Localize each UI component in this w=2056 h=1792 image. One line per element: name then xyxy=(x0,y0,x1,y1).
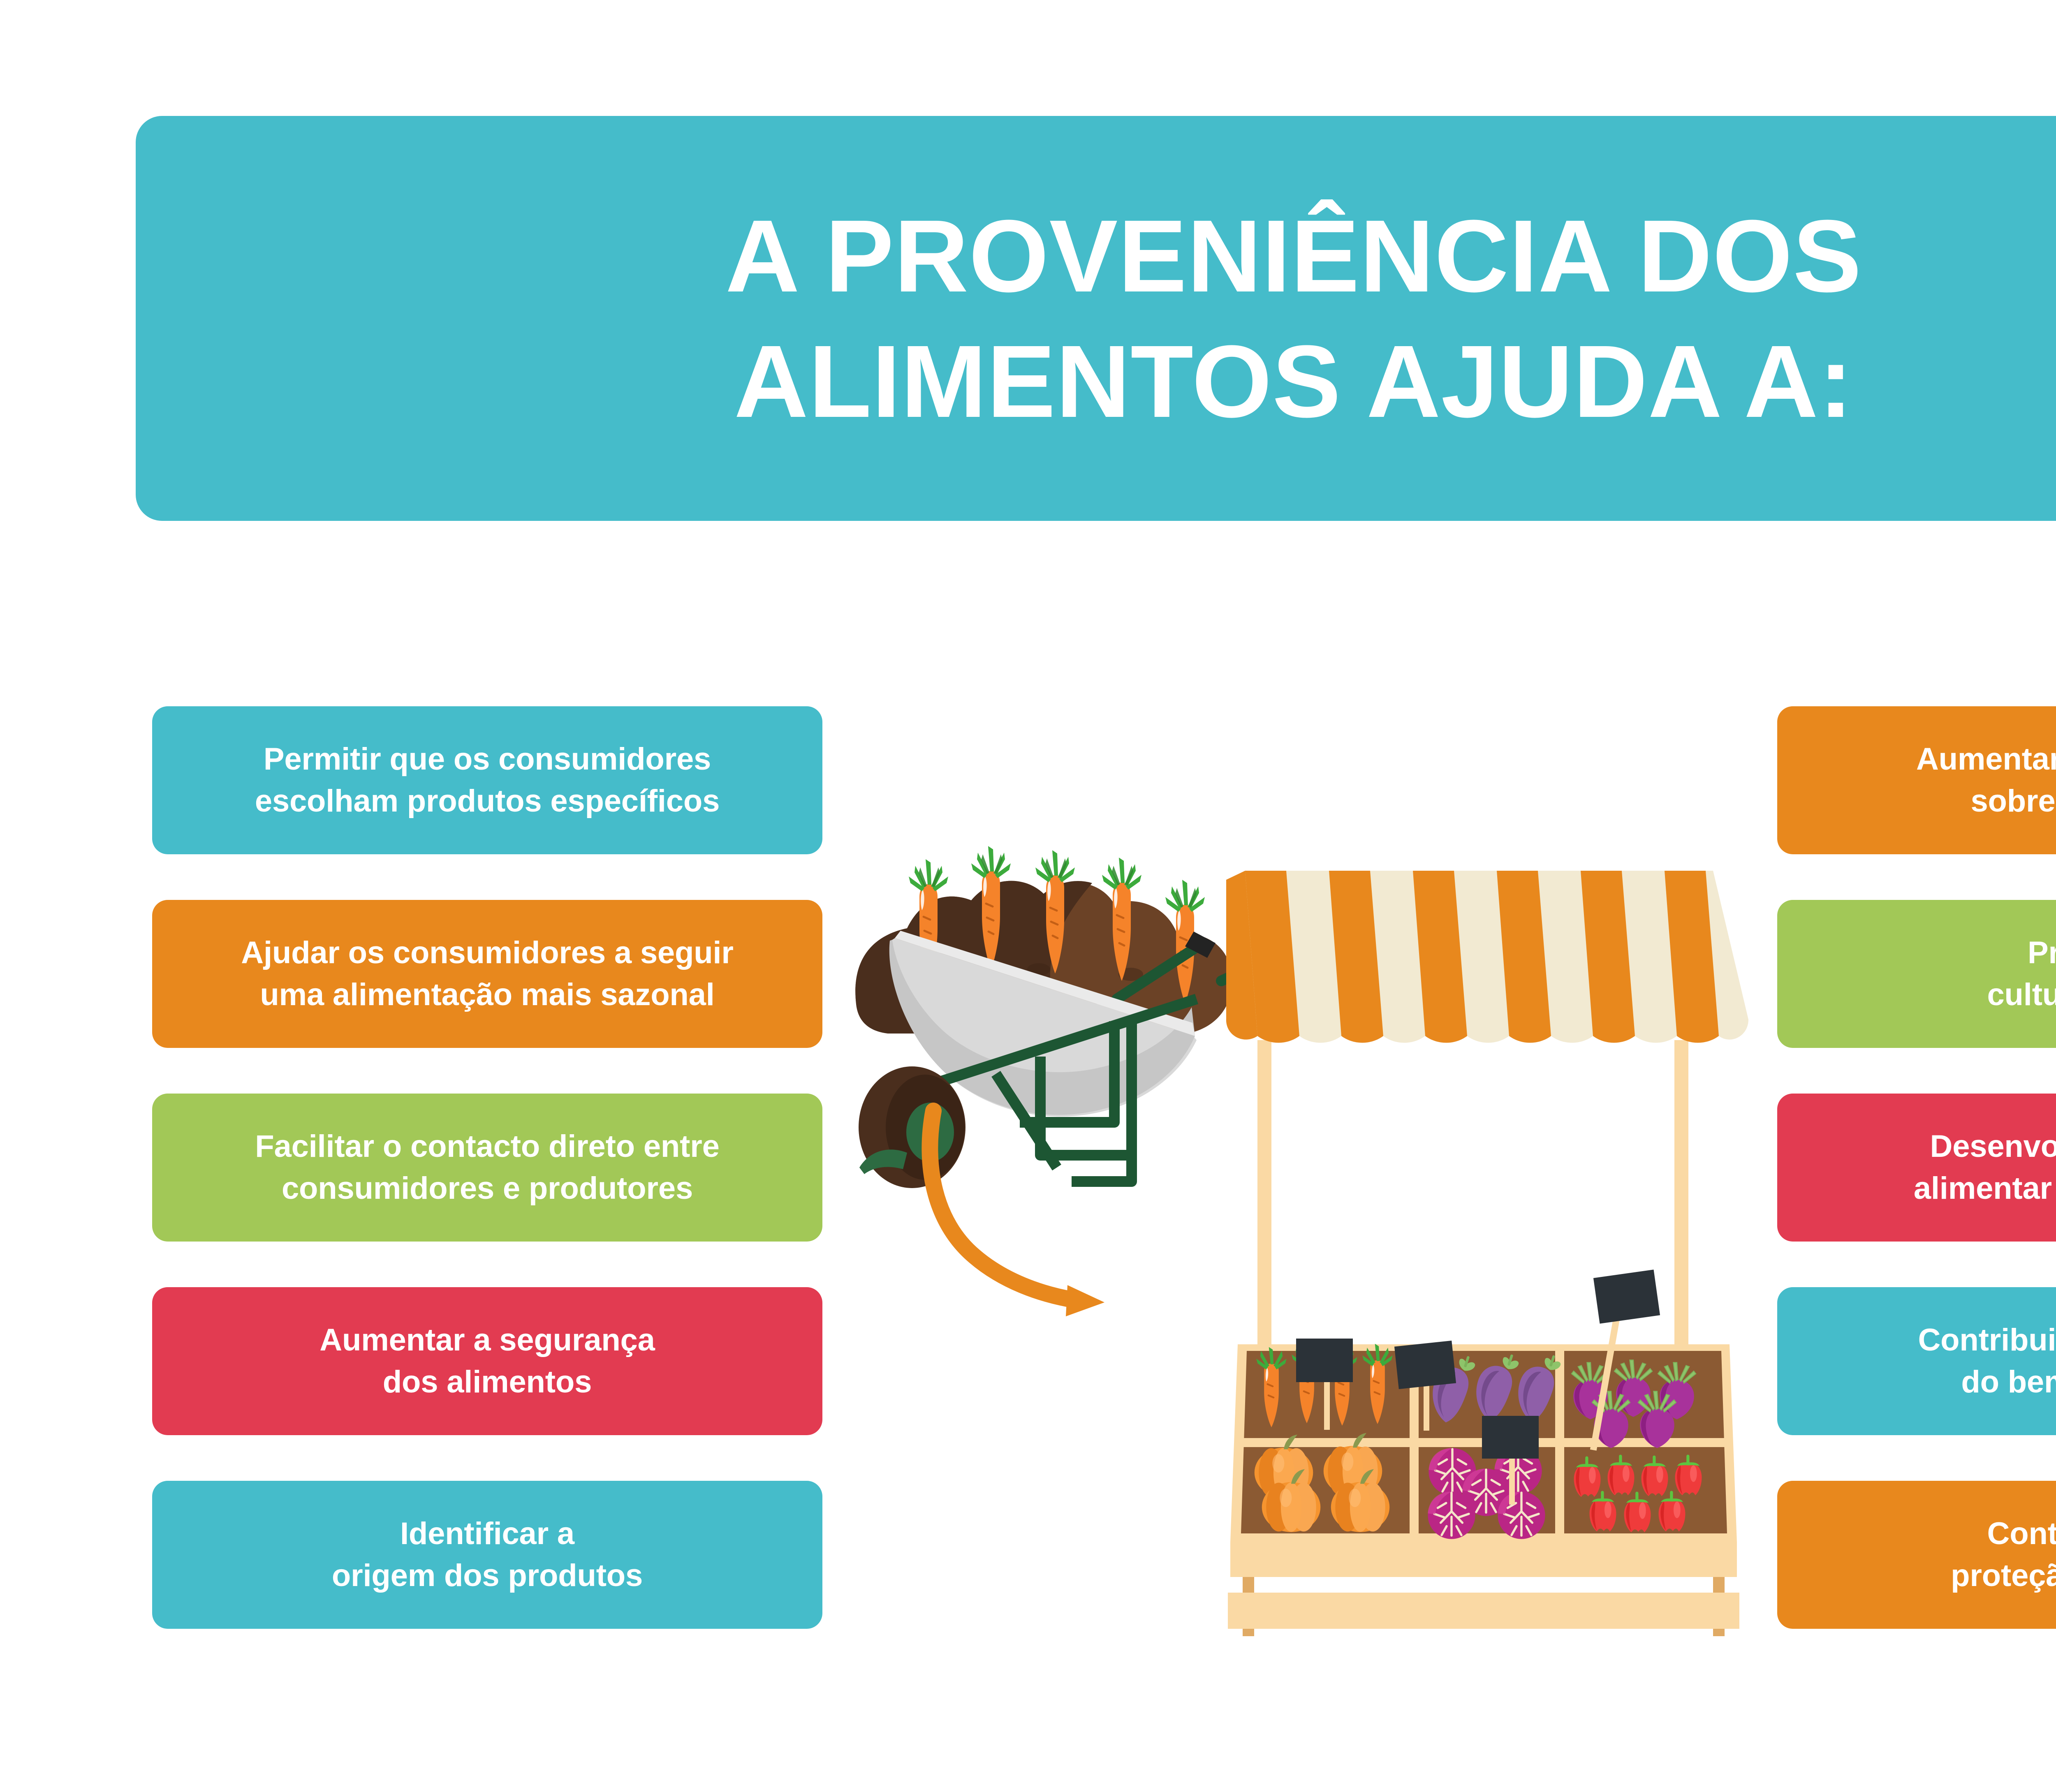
right-benefit-column: Aumentar o conhecimento sobre os aliment… xyxy=(1777,706,2056,1629)
benefit-card-label: Aumentar o conhecimento sobre os aliment… xyxy=(1916,742,2056,819)
benefit-card-label: Ajudar os consumidores a seguir uma alim… xyxy=(241,935,734,1012)
benefit-card-right-2[interactable]: Preservar a cultura alimentar xyxy=(1777,900,2056,1048)
benefit-card-label: Aumentar a segurança dos alimentos xyxy=(320,1323,655,1399)
center-illustration xyxy=(827,752,1756,1636)
price-sign-carrots xyxy=(1296,1339,1353,1430)
benefit-card-right-5[interactable]: Contribuir para a proteção do ambiente xyxy=(1777,1481,2056,1629)
price-sign-eggplants xyxy=(1394,1340,1456,1431)
benefit-card-label: Desenvolver um sistema alimentar mais su… xyxy=(1913,1129,2056,1206)
benefit-card-left-2[interactable]: Ajudar os consumidores a seguir uma alim… xyxy=(152,900,822,1048)
benefit-card-right-3[interactable]: Desenvolver um sistema alimentar mais su… xyxy=(1777,1094,2056,1242)
benefit-card-right-1[interactable]: Aumentar o conhecimento sobre os aliment… xyxy=(1777,706,2056,854)
wheelbarrow-wheel xyxy=(859,1066,965,1188)
page-title: A PROVENIÊNCIA DOS ALIMENTOS AJUDA A: xyxy=(725,198,1862,439)
header-banner: A PROVENIÊNCIA DOS ALIMENTOS AJUDA A: xyxy=(136,116,2056,521)
benefit-card-label: Contribuir para a melhoria do bem-estar … xyxy=(1918,1323,2056,1399)
benefit-card-right-4[interactable]: Contribuir para a melhoria do bem-estar … xyxy=(1777,1287,2056,1435)
benefit-card-left-3[interactable]: Facilitar o contacto direto entre consum… xyxy=(152,1094,822,1242)
benefit-card-label: Facilitar o contacto direto entre consum… xyxy=(255,1129,720,1206)
benefit-card-label: Identificar a origem dos produtos xyxy=(331,1516,643,1593)
left-benefit-column: Permitir que os consumidores escolham pr… xyxy=(152,706,822,1629)
benefit-card-left-5[interactable]: Identificar a origem dos produtos xyxy=(152,1481,822,1629)
benefit-card-left-1[interactable]: Permitir que os consumidores escolham pr… xyxy=(152,706,822,854)
wheelbarrow-illustration xyxy=(855,846,1286,1188)
curved-orange-arrow xyxy=(921,1103,1104,1316)
benefit-card-label: Preservar a cultura alimentar xyxy=(1987,935,2056,1012)
benefit-card-left-4[interactable]: Aumentar a segurança dos alimentos xyxy=(152,1287,822,1435)
price-sign-beets xyxy=(1590,1269,1660,1451)
benefit-card-label: Permitir que os consumidores escolham pr… xyxy=(255,742,720,819)
benefit-card-label: Contribuir para a proteção do ambiente xyxy=(1951,1516,2056,1593)
stall-base-planks xyxy=(1228,1542,1739,1636)
wheelbarrow-frame xyxy=(901,994,1198,1187)
stall-awning xyxy=(1226,871,1748,1043)
price-sign-cabbages xyxy=(1482,1416,1539,1505)
market-stall xyxy=(1226,871,1748,1636)
